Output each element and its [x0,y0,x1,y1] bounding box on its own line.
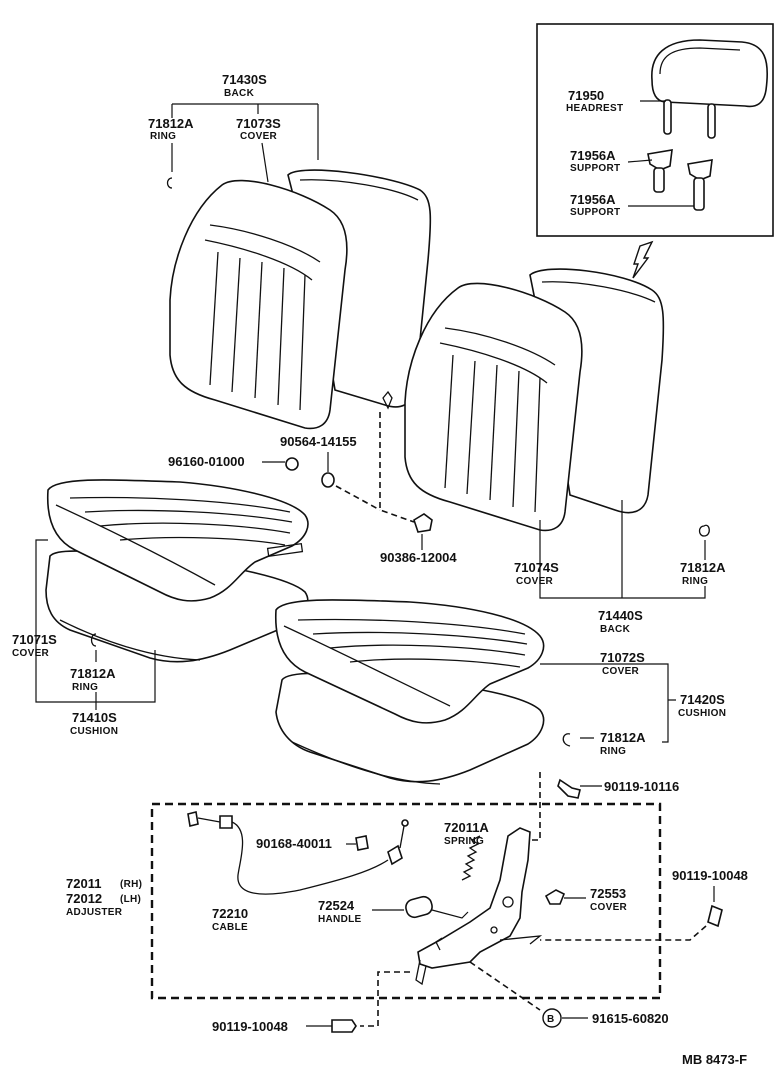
headrest-part-number: 71950 [568,88,604,103]
handle-part-number: 72524 [318,898,355,913]
spring-part [461,835,481,881]
clip-b-part-number: 90168-40011 [256,836,332,851]
washer-b-marker-circle [542,1008,562,1028]
left-back-ring-part [166,177,173,189]
back-top-part-number: 71430S [222,72,267,87]
bushing-part-number: 96160-01000 [168,454,245,469]
nut-part [413,513,433,533]
left-back-latch [382,390,393,410]
support-1-name: SUPPORT [570,163,620,174]
adjuster-bracket-part [415,827,543,986]
headrest-inset-frame [536,23,774,237]
cable-name: CABLE [212,922,248,933]
ring-rc-part-number: 71812A [600,730,646,745]
clip-a-part-number: 90564-14155 [280,434,357,449]
ring-rc-name: RING [600,746,626,757]
handle-name: HANDLE [318,914,361,925]
left-cushion-cover [46,479,309,602]
diagram-code: MB 8473-F [682,1052,747,1067]
cushion-l-name: CUSHION [70,726,118,737]
cover-lc-name: COVER [12,648,50,659]
direction-arrow [632,240,654,279]
ring-top-name: RING [150,131,176,142]
support-2-part-number: 71956A [570,192,616,207]
back-r-part-number: 71440S [598,608,643,623]
adjuster-name: ADJUSTER [66,907,123,918]
cover-lc-part-number: 71071S [12,632,57,647]
handle-part [405,895,433,919]
cover-top-name: COVER [240,131,278,142]
bolt-c-part [331,1019,357,1033]
clip-b-part [355,835,369,851]
washer-b-marker: B [547,1014,555,1025]
bolt-a-part-number: 90119-10116 [604,779,679,794]
bushing-part [285,457,299,471]
back-top-name: BACK [224,88,255,99]
bolt-c-part-number: 90119-10048 [212,1019,288,1034]
support-1-part-number: 71956A [570,148,616,163]
headrest-support-2 [687,159,713,211]
right-cushion-ring-part [562,733,571,747]
adjuster-part-number-2: 72012 [66,891,102,906]
headrest-name: HEADREST [566,103,623,114]
right-cushion-cover [275,599,545,724]
cushion-r-part-number: 71420S [680,692,725,707]
cable-part [187,811,409,895]
cover-adj-part [544,889,566,905]
bolt-b-part [707,904,723,928]
adjuster-side-2: (LH) [120,894,141,905]
washer-b-part-number: 91615-60820 [592,1011,669,1026]
ring-rb-part-number: 71812A [680,560,726,575]
cover-adj-part-number: 72553 [590,886,626,901]
bolt-b-part-number: 90119-10048 [672,868,748,883]
cover-top-part-number: 71073S [236,116,281,131]
adjuster-group-frame [150,802,662,1000]
ring-top-part-number: 71812A [148,116,194,131]
cushion-r-name: CUSHION [678,708,726,719]
cover-rb-part-number: 71074S [514,560,559,575]
headrest-support-1 [647,149,673,193]
ring-lc-part-number: 71812A [70,666,116,681]
left-seat-back-cover [169,179,348,430]
cover-rb-name: COVER [516,576,554,587]
support-2-name: SUPPORT [570,207,620,218]
left-cushion-ring-part [90,633,97,647]
ring-rb-name: RING [682,576,708,587]
spring-part-number: 72011A [444,820,489,835]
ring-lc-name: RING [72,682,98,693]
cushion-l-part-number: 71410S [72,710,117,725]
bolt-a-part [557,778,581,799]
right-back-ring-part [698,524,710,537]
adjuster-side-1: (RH) [120,879,142,890]
cable-part-number: 72210 [212,906,248,921]
back-r-name: BACK [600,624,631,635]
adjuster-part-number-1: 72011 [66,876,101,891]
cover-rc-part-number: 71072S [600,650,645,665]
headrest-drawing [651,39,769,139]
right-seat-back-cover [404,282,583,532]
spring-name: SPRING [444,836,484,847]
cover-rc-name: COVER [602,666,640,677]
nut-part-number: 90386-12004 [380,550,457,565]
clip-a-part [321,472,335,488]
cover-adj-name: COVER [590,902,628,913]
